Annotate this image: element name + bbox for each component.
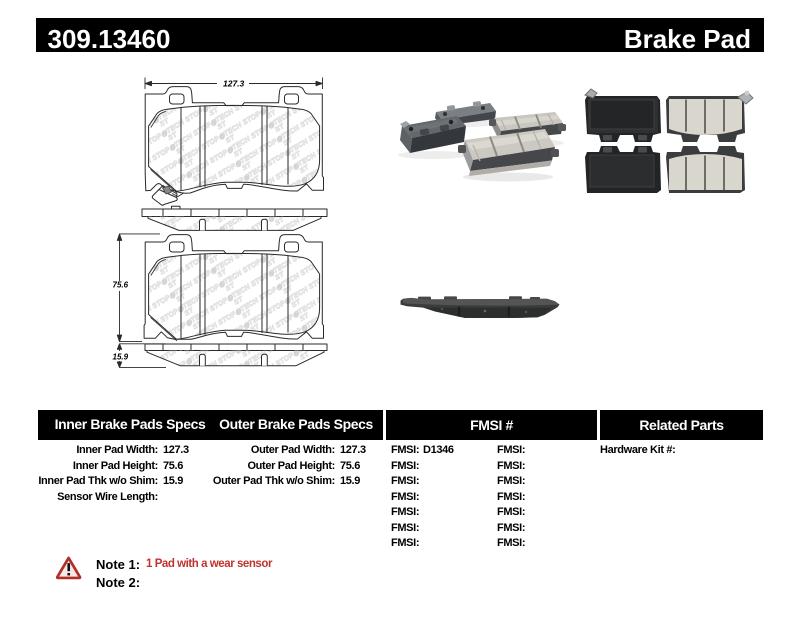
svg-text:127.3: 127.3 <box>223 79 245 89</box>
svg-text:15.9: 15.9 <box>113 353 129 362</box>
svg-text:75.6: 75.6 <box>113 281 129 290</box>
